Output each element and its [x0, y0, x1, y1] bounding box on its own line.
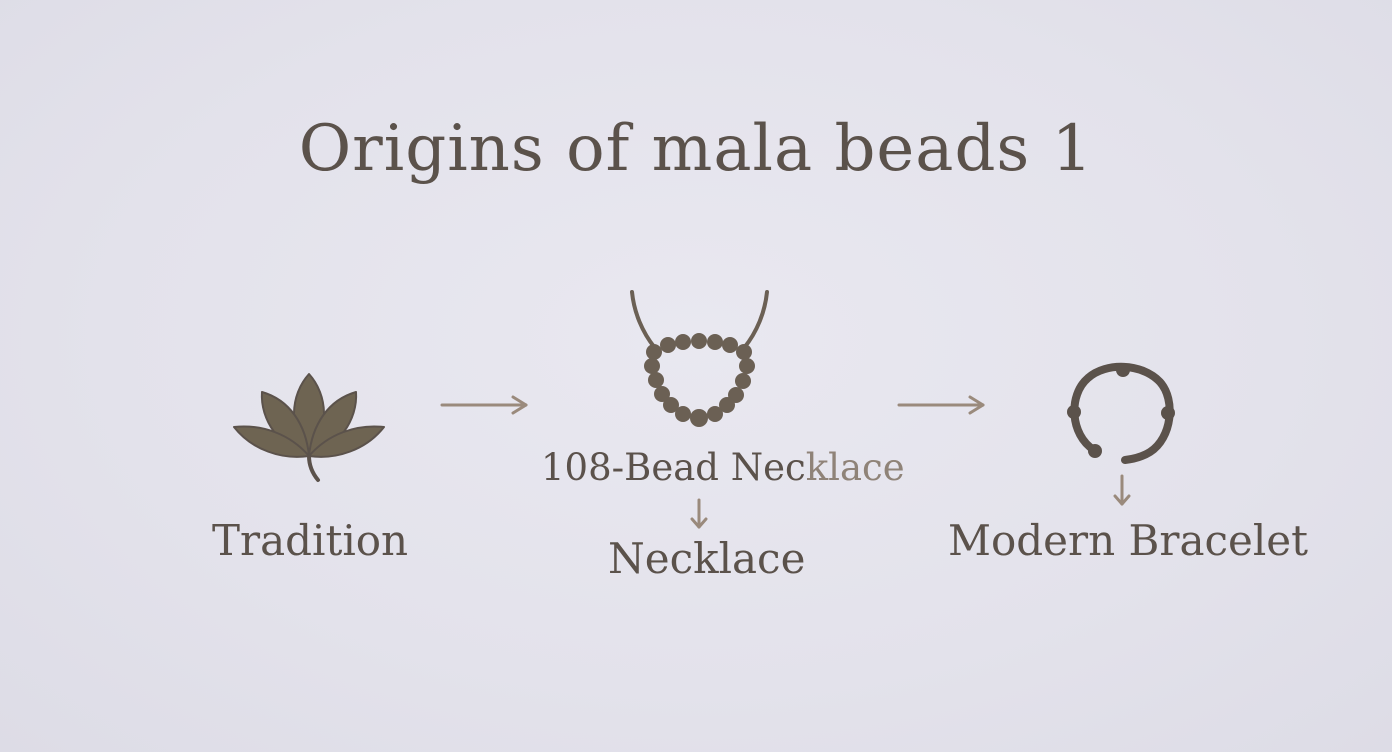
arrow-right-icon	[897, 395, 985, 415]
mala-necklace-icon	[630, 290, 769, 427]
bracelet-icon	[1067, 362, 1175, 464]
stage-label-modern-bracelet: Modern Bracelet	[948, 516, 1309, 565]
arrow-down-icon	[1113, 474, 1131, 506]
stage-sublabel-necklace: Necklace	[608, 534, 806, 583]
stage-label-108-bead-necklace-faded: klace	[805, 446, 905, 489]
stage-label-108-bead-necklace: 108-Bead Necklace	[541, 446, 905, 489]
stage-label-108-bead-necklace-main: 108-Bead Nec	[541, 446, 806, 489]
arrow-right-icon	[440, 395, 528, 415]
lotus-icon	[233, 373, 385, 482]
arrow-down-icon	[690, 498, 708, 529]
diagram-title: Origins of mala beads 1	[298, 112, 1094, 186]
stage-label-tradition: Tradition	[212, 516, 409, 565]
